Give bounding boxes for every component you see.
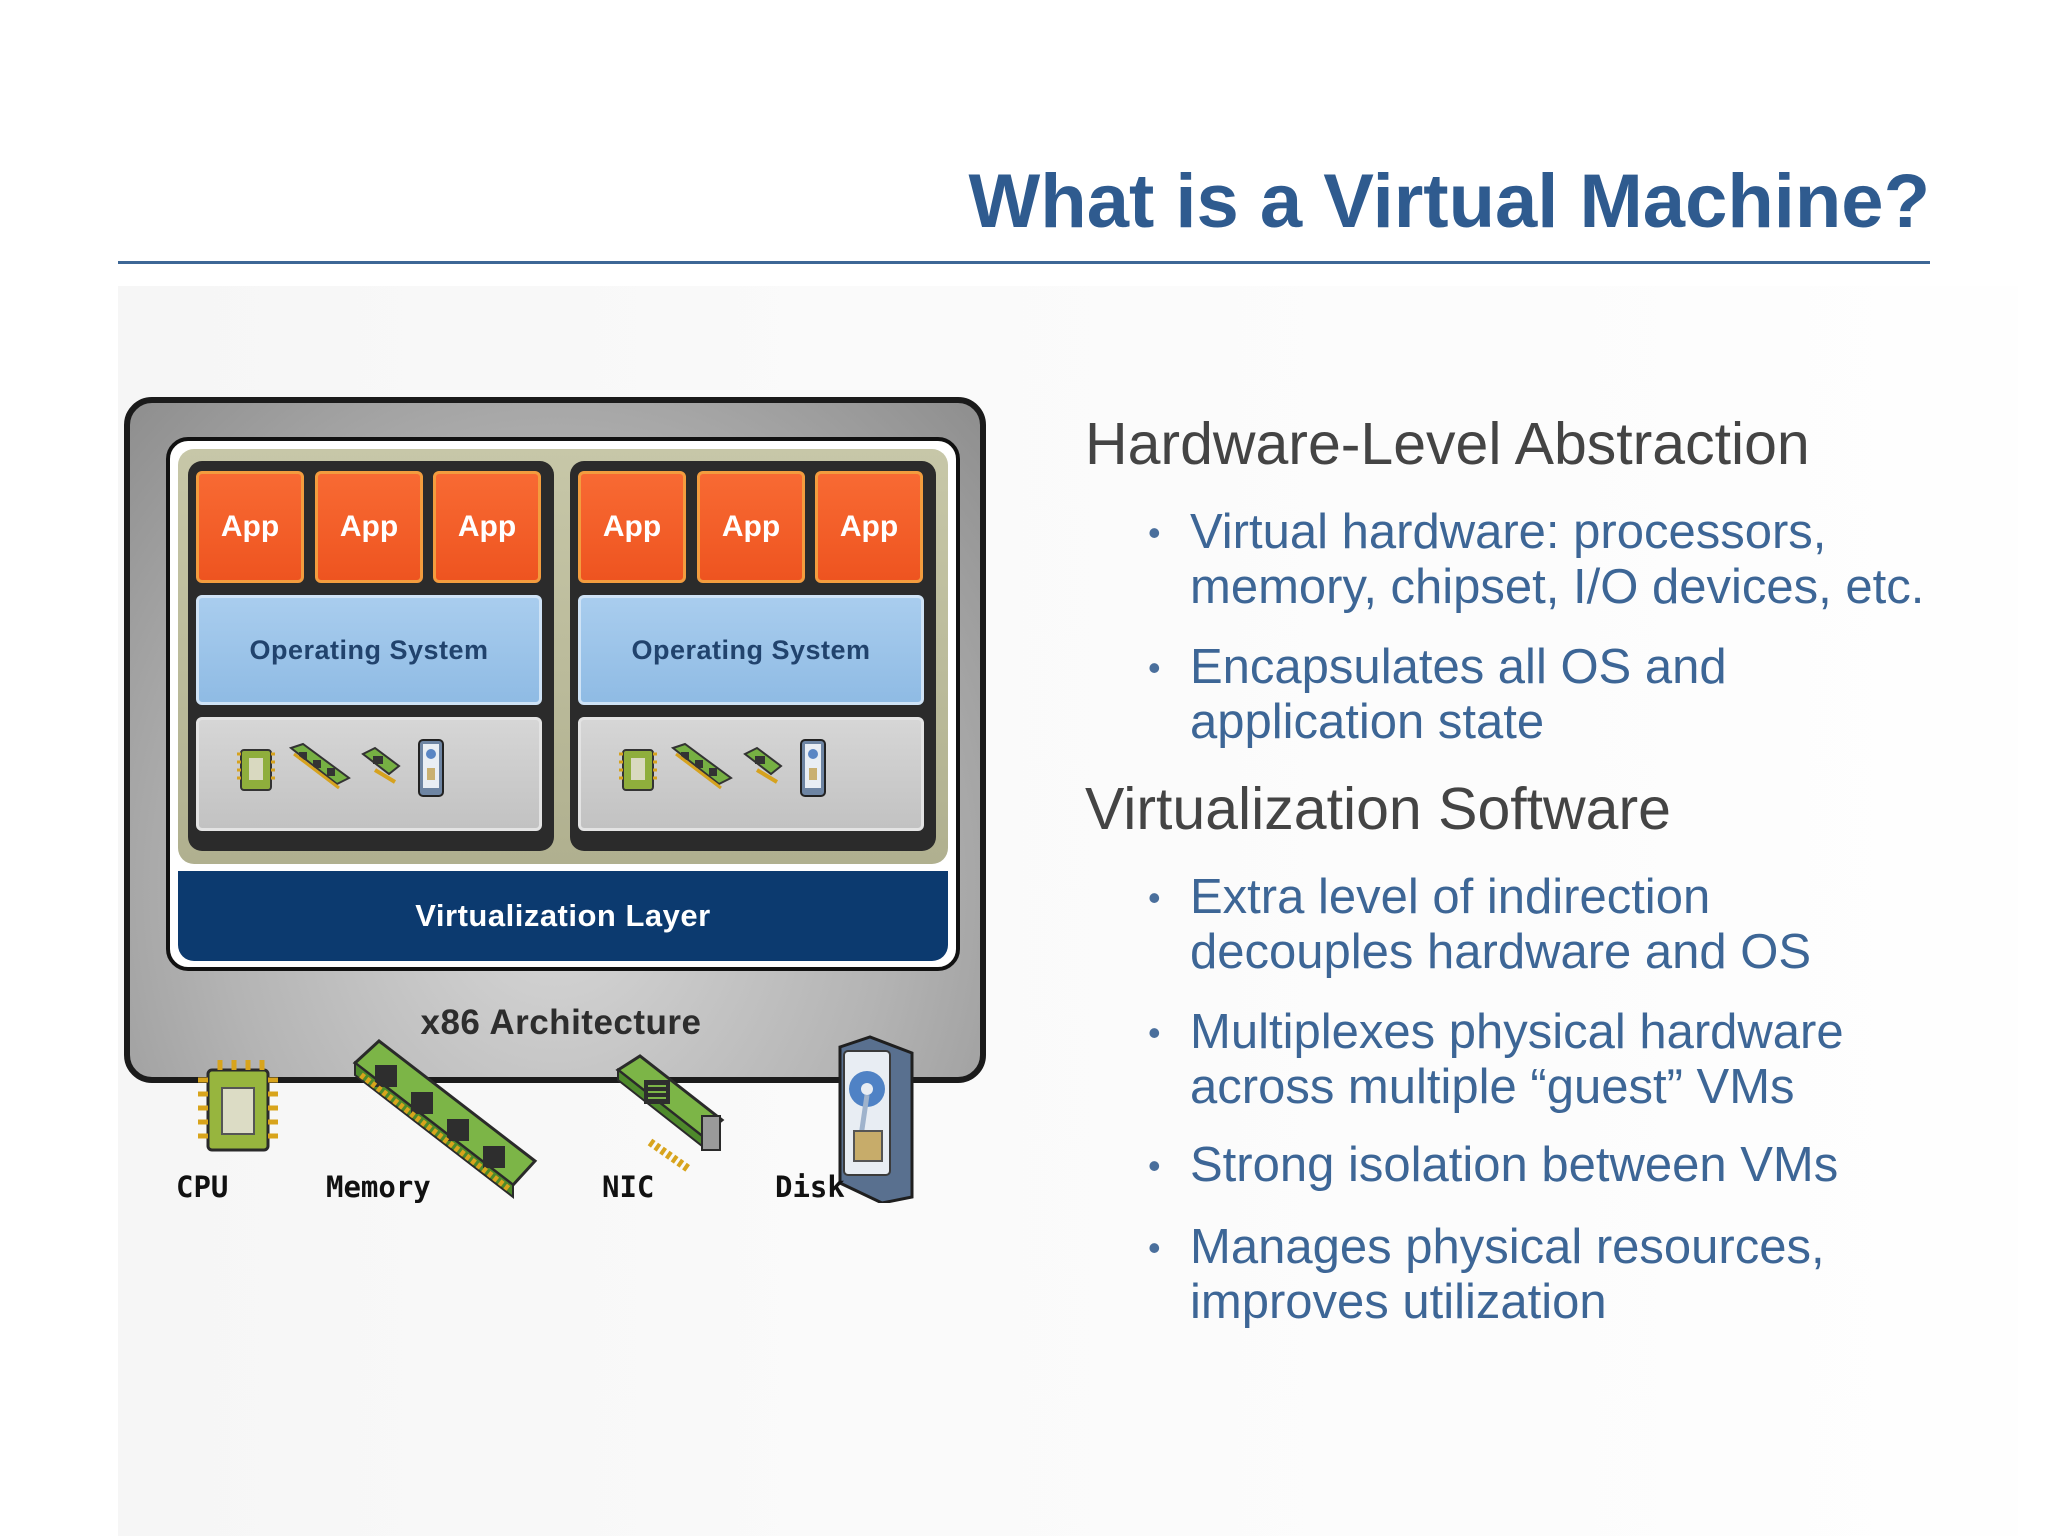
bullet-glyph: •	[1148, 1145, 1161, 1186]
list-item: • Strong isolation between VMs	[1148, 1138, 2028, 1193]
list-item: • Manages physical resources, improves u…	[1148, 1220, 2028, 1330]
virtual-hardware-box	[196, 717, 542, 831]
nic-icon	[615, 1054, 725, 1174]
bullet-text: Multiplexes physical hardware across mul…	[1190, 1005, 1844, 1114]
disk-icon	[418, 739, 444, 797]
x86-hardware-frame: App App App Operating System	[124, 397, 986, 1083]
section-heading: Virtualization Software	[1085, 776, 1671, 842]
cpu-label: CPU	[176, 1170, 229, 1204]
bullet-glyph: •	[1148, 512, 1161, 553]
app-box: App	[196, 471, 304, 583]
memory-icon	[670, 742, 733, 790]
memory-icon	[288, 742, 351, 790]
cpu-icon	[198, 1060, 278, 1152]
list-item: • Multiplexes physical hardware across m…	[1148, 1005, 2028, 1115]
nic-icon	[361, 746, 401, 784]
nic-icon	[743, 746, 783, 784]
virtual-hardware-box	[578, 717, 924, 831]
nic-label: NIC	[602, 1170, 655, 1204]
disk-icon	[800, 739, 826, 797]
cpu-icon	[619, 749, 657, 791]
bullet-text: Strong isolation between VMs	[1190, 1138, 1839, 1192]
virtualization-layer: Virtualization Layer	[178, 871, 948, 961]
vm-area: App App App Operating System	[178, 449, 948, 864]
bullet-glyph: •	[1148, 1012, 1161, 1053]
bullet-text: Manages physical resources, improves uti…	[1190, 1220, 1825, 1329]
bullet-text: Encapsulates all OS and application stat…	[1190, 640, 1727, 749]
architecture-label: x86 Architecture	[420, 1003, 702, 1042]
operating-system-box: Operating System	[196, 595, 542, 705]
bullet-glyph: •	[1148, 877, 1161, 918]
virtualization-container: App App App Operating System	[166, 437, 960, 971]
slide-title: What is a Virtual Machine?	[968, 159, 1930, 244]
list-item: • Virtual hardware: processors, memory, …	[1148, 505, 2028, 615]
disk-icon	[838, 1035, 914, 1203]
list-item: • Encapsulates all OS and application st…	[1148, 640, 2028, 750]
memory-label: Memory	[326, 1170, 431, 1204]
memory-icon	[352, 1039, 538, 1200]
section-heading: Hardware-Level Abstraction	[1085, 411, 1810, 477]
operating-system-box: Operating System	[578, 595, 924, 705]
list-item: • Extra level of indirection decouples h…	[1148, 870, 2028, 980]
virtual-machine-2: App App App Operating System	[570, 461, 936, 851]
disk-label: Disk	[775, 1170, 845, 1204]
app-box: App	[433, 471, 541, 583]
app-box: App	[697, 471, 805, 583]
cpu-icon	[237, 749, 275, 791]
bullet-text: Extra level of indirection decouples har…	[1190, 870, 1812, 979]
app-box: App	[578, 471, 686, 583]
virtual-machine-1: App App App Operating System	[188, 461, 554, 851]
app-box: App	[815, 471, 923, 583]
bullet-glyph: •	[1148, 647, 1161, 688]
vm-architecture-diagram: App App App Operating System	[120, 395, 1000, 1225]
bullet-text: Virtual hardware: processors, memory, ch…	[1190, 505, 1925, 614]
title-divider	[118, 261, 1930, 264]
bullet-glyph: •	[1148, 1227, 1161, 1268]
app-box: App	[315, 471, 423, 583]
